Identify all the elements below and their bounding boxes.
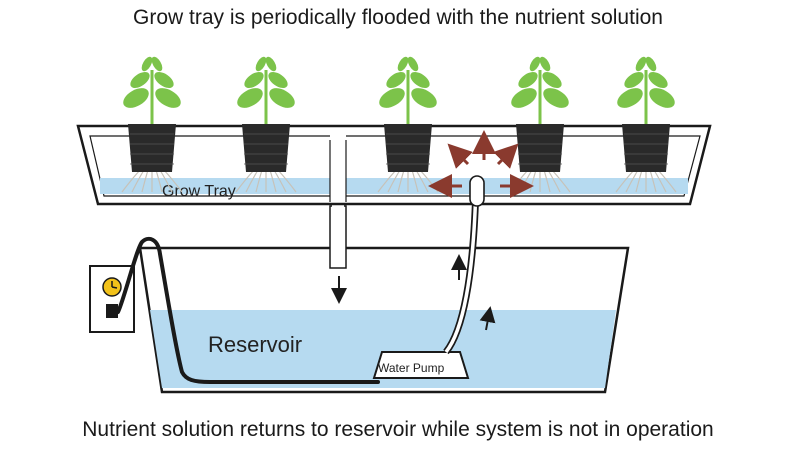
plant <box>615 56 677 193</box>
reservoir-label: Reservoir <box>208 332 302 357</box>
leaf <box>269 88 295 108</box>
supply-pipe <box>443 175 496 355</box>
leaf <box>624 72 644 88</box>
leaf <box>268 72 288 88</box>
reservoir: Reservoir <box>138 246 630 394</box>
leaf <box>141 56 153 72</box>
power-plug-icon <box>106 304 118 318</box>
net-pot <box>516 124 564 172</box>
net-pot <box>384 124 432 172</box>
leaf <box>130 72 150 88</box>
water-pump-label: Water Pump <box>378 361 445 375</box>
leaf <box>529 56 541 72</box>
outflow-arrows <box>428 130 534 198</box>
leaf <box>407 56 419 72</box>
leaf <box>410 72 430 88</box>
grow-tray-label: Grow Tray <box>162 183 236 200</box>
outflow-arrow <box>493 143 519 169</box>
power-cord <box>116 236 380 384</box>
plants <box>121 56 677 193</box>
diagram-footer-caption: Nutrient solution returns to reservoir w… <box>82 418 714 441</box>
leaf <box>255 56 267 72</box>
net-pot <box>622 124 670 172</box>
leaf <box>155 88 181 108</box>
leaf <box>265 56 277 72</box>
leaf <box>649 88 675 108</box>
diagram-title: Grow tray is periodically flooded with t… <box>133 6 663 29</box>
leaf <box>635 56 647 72</box>
leaf <box>543 88 569 108</box>
reservoir-water <box>150 310 616 388</box>
leaf <box>244 72 264 88</box>
net-pot <box>242 124 290 172</box>
leaf <box>386 72 406 88</box>
plant <box>509 56 571 193</box>
leaf <box>397 56 409 72</box>
pump-flow-arrow-lower <box>479 306 496 331</box>
leaf <box>237 88 263 108</box>
leaf <box>151 56 163 72</box>
leaf <box>154 72 174 88</box>
water-pump: Water Pump <box>372 351 470 379</box>
leaf <box>539 56 551 72</box>
plant <box>235 56 297 193</box>
leaf <box>123 88 149 108</box>
leaf <box>617 88 643 108</box>
leaf <box>542 72 562 88</box>
leaf <box>648 72 668 88</box>
plant <box>377 56 439 193</box>
leaf <box>411 88 437 108</box>
leaf <box>511 88 537 108</box>
leaf <box>379 88 405 108</box>
plant <box>121 56 183 193</box>
leaf <box>518 72 538 88</box>
leaf <box>645 56 657 72</box>
outflow-arrow <box>447 143 473 169</box>
net-pot <box>128 124 176 172</box>
timer-outlet <box>89 265 135 333</box>
